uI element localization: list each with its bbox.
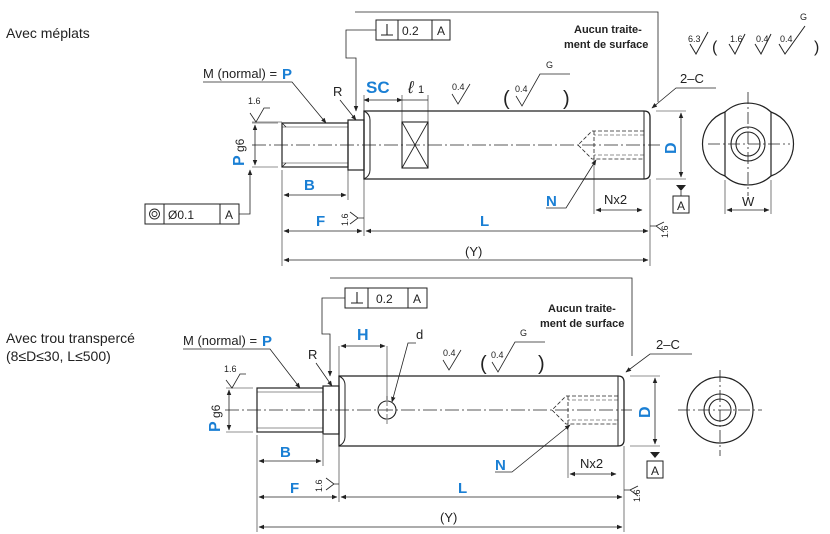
s1-d-label: D — [663, 142, 680, 154]
s1-g6: g6 — [233, 138, 247, 152]
s2-d-small-label: d — [416, 327, 423, 342]
s1-no-treatment-2: ment de surface — [564, 39, 648, 51]
s1-roughness-04a: 0.4 — [452, 82, 465, 92]
s1-f-label: F — [316, 213, 325, 230]
s1-y-label: (Y) — [465, 244, 482, 259]
s1-conc-value: Ø0.1 — [168, 208, 194, 222]
shaft-flats-drawing — [252, 110, 660, 180]
s1-roughness-16c: 1.6 — [660, 225, 670, 238]
s1-g-label: G — [546, 60, 553, 70]
s2-roughness-16b: 1.6 — [314, 479, 324, 492]
s1-r-label: R — [333, 84, 342, 99]
s2-perp-value: 0.2 — [376, 292, 393, 306]
s1-b-label: B — [304, 177, 315, 194]
s2-f-label: F — [290, 480, 299, 497]
s1-no-treatment-1: Aucun traite- — [574, 24, 642, 36]
legend-main-roughness: 6.3 — [688, 34, 701, 44]
s1-paren-open: ( — [503, 88, 510, 110]
s2-r-label: R — [308, 347, 317, 362]
s2-y-label: (Y) — [440, 510, 457, 525]
legend-roughness-1: 1.6 — [730, 34, 743, 44]
s2-p-top: P — [262, 333, 272, 350]
legend-g: G — [800, 12, 807, 22]
s2-p-side: P — [207, 421, 224, 432]
surface-finish-legend: 6.3 ( 1.6 0.4 0.4 G ) — [688, 12, 819, 56]
s2-b-label: B — [280, 444, 291, 461]
s1-perpendicularity-frame: 0.2 A — [345, 19, 451, 112]
s1-roughness-16b: 1.6 — [340, 213, 350, 226]
s1-perp-value: 0.2 — [402, 24, 419, 38]
s1-end-view: W — [701, 92, 795, 214]
s1-concentricity-frame: Ø0.1 A — [144, 169, 253, 225]
s2-no-treatment-2: ment de surface — [540, 318, 624, 330]
s1-chamfer: 2–C — [680, 71, 704, 86]
s1-datum-a: A — [677, 199, 685, 213]
s2-d-label: D — [637, 406, 654, 418]
s2-n-label: N — [495, 457, 506, 474]
s1-l1-script: ℓ — [407, 78, 414, 97]
s1-nx2-label: Nx2 — [604, 192, 627, 207]
legend-open-paren: ( — [712, 39, 718, 56]
s1-roughness-04b: 0.4 — [515, 84, 528, 94]
s2-h-label: H — [357, 327, 369, 344]
s2-paren-close: ) — [538, 353, 545, 375]
s2-end-view — [678, 370, 762, 456]
section2-dimensions: M (normal) = P 1.6 P g6 R H d 0.4 ( 0.4 … — [183, 277, 692, 532]
s1-paren-close: ) — [563, 88, 570, 110]
s2-g-label: G — [520, 328, 527, 338]
shaft-through-hole-drawing — [225, 375, 632, 447]
section2-title: Avec trou transpercé — [6, 330, 135, 346]
s2-roughness-16a: 1.6 — [224, 364, 237, 374]
s2-paren-open: ( — [480, 353, 487, 375]
s1-p-side: P — [231, 155, 248, 166]
s1-l-label: L — [480, 213, 489, 230]
s1-n-label: N — [546, 193, 557, 210]
legend-roughness-3: 0.4 — [780, 34, 793, 44]
s2-roughness-04a: 0.4 — [443, 348, 456, 358]
s2-nx2-label: Nx2 — [580, 456, 603, 471]
s2-roughness-04b: 0.4 — [491, 350, 504, 360]
section1-dimensions: M (normal) = P 1.6 P g6 R SC ℓ 1 0.4 ( 0… — [144, 11, 716, 266]
s2-perp-datum: A — [413, 292, 421, 306]
s1-conc-datum: A — [225, 208, 233, 222]
s1-l1-sub: 1 — [418, 84, 424, 96]
s2-datum-a: A — [651, 464, 659, 478]
s1-w-label: W — [742, 194, 755, 209]
s1-perp-datum: A — [437, 24, 445, 38]
s1-m-normal-label: M (normal) = — [203, 66, 277, 81]
s2-m-normal-label: M (normal) = — [183, 333, 257, 348]
s1-sc-label: SC — [366, 78, 390, 97]
section2-subtitle: (8≤D≤30, L≤500) — [6, 348, 111, 364]
s2-no-treatment-1: Aucun traite- — [548, 303, 616, 315]
legend-close-paren: ) — [814, 39, 819, 56]
legend-roughness-2: 0.4 — [756, 34, 769, 44]
s2-l-label: L — [458, 480, 467, 497]
s1-roughness-16a: 1.6 — [248, 96, 261, 106]
s2-g6: g6 — [209, 404, 223, 418]
s2-chamfer: 2–C — [656, 337, 680, 352]
s1-p-top: P — [282, 66, 292, 83]
section1-title: Avec méplats — [6, 25, 90, 41]
s2-perpendicularity-frame: 0.2 A — [321, 287, 428, 377]
